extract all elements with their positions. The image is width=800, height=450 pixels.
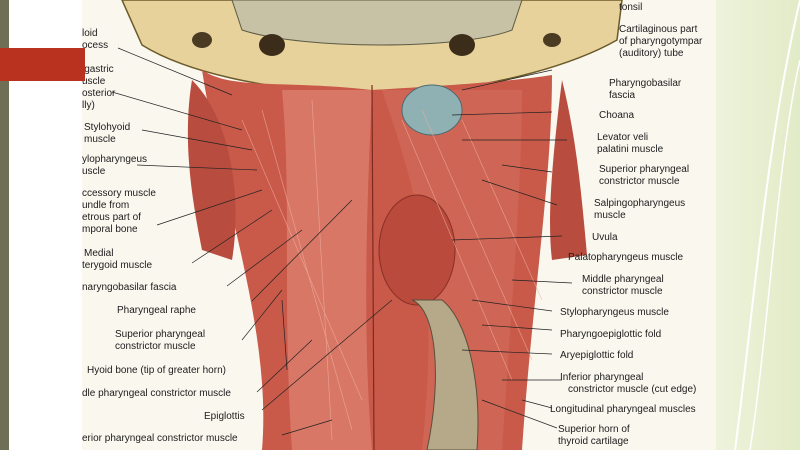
label-right-9: palatini muscle: [597, 144, 664, 155]
label-left-23: Epiglottis: [204, 411, 245, 422]
label-right-2: Cartilaginous part: [619, 24, 698, 35]
label-right-14: Uvula: [592, 232, 618, 243]
label-left-17: naryngobasilar fascia: [82, 282, 177, 293]
label-left-13: etrous part of: [82, 212, 141, 223]
label-right-25: thyroid cartilage: [558, 436, 629, 447]
label-left-10: uscle: [82, 166, 106, 177]
label-left-8: muscle: [84, 134, 116, 145]
decorative-lines: [734, 0, 800, 450]
label-right-21: Inferior pharyngeal: [560, 372, 643, 383]
label-left-19: Superior pharyngeal: [115, 329, 205, 340]
label-left-16: terygoid muscle: [82, 260, 152, 271]
label-right-18: Stylopharyngeus muscle: [560, 307, 669, 318]
label-right-5: Pharyngobasilar: [609, 78, 682, 89]
label-right-23: Longitudinal pharyngeal muscles: [550, 404, 696, 415]
label-left-9: ylopharyngeus: [82, 154, 147, 165]
label-left-24: erior pharyngeal constrictor muscle: [82, 433, 238, 444]
label-right-10: Superior pharyngeal: [599, 164, 689, 175]
right-decorative-panel: [715, 0, 800, 450]
label-left-3: igastric: [82, 64, 114, 75]
pharynx-illustration-svg: [111, 0, 623, 450]
label-left-12: undle from: [82, 200, 129, 211]
label-right-7: Choana: [599, 110, 634, 121]
label-right-6: fascia: [609, 90, 636, 101]
label-left-7: Stylohyoid: [84, 122, 130, 133]
label-right-24: Superior horn of: [558, 424, 630, 435]
label-left-15: Medial: [84, 248, 113, 259]
red-accent-bar: [0, 48, 85, 81]
label-left-11: ccessory muscle: [82, 188, 156, 199]
label-right-15: Palatopharyngeus muscle: [568, 252, 684, 263]
label-right-8: Levator veli: [597, 132, 648, 143]
label-right-22: constrictor muscle (cut edge): [568, 384, 696, 395]
label-right-1: tonsil: [619, 2, 642, 13]
label-right-11: constrictor muscle: [599, 176, 680, 187]
label-right-3: of pharyngotympar: [619, 36, 703, 47]
label-right-12: Salpingopharyngeus: [594, 198, 685, 209]
label-left-20: constrictor muscle: [115, 341, 196, 352]
anatomy-illustration: loid ocess igastric uscle osterior lly) …: [82, 0, 716, 450]
label-right-13: muscle: [594, 210, 626, 221]
label-right-19: Pharyngoepiglottic fold: [560, 329, 661, 340]
label-left-18: Pharyngeal raphe: [117, 305, 196, 316]
label-right-16: Middle pharyngeal: [582, 274, 664, 285]
left-edge-band: [0, 0, 9, 450]
label-right-4: (auditory) tube: [619, 48, 684, 59]
label-left-1: loid: [82, 28, 98, 39]
label-left-14: mporal bone: [82, 224, 138, 235]
label-left-21: Hyoid bone (tip of greater horn): [87, 365, 226, 376]
labels-layer: loid ocess igastric uscle osterior lly) …: [82, 2, 703, 447]
label-right-17: constrictor muscle: [582, 286, 663, 297]
label-right-20: Aryepiglottic fold: [560, 350, 633, 361]
label-left-6: lly): [82, 100, 95, 111]
label-left-4: uscle: [82, 76, 106, 87]
label-left-2: ocess: [82, 40, 108, 51]
label-left-5: osterior: [82, 88, 116, 99]
label-left-22: dle pharyngeal constrictor muscle: [82, 388, 231, 399]
